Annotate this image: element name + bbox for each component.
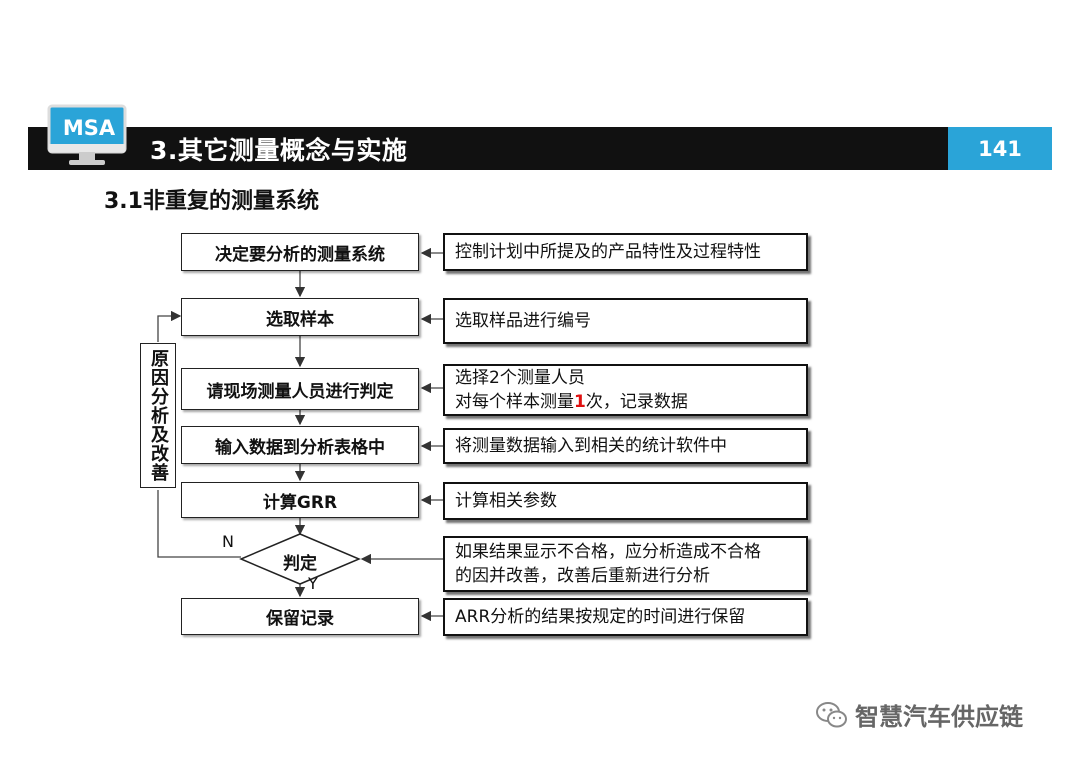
note-number-samples: 选取样品进行编号 xyxy=(443,298,808,344)
note-fail-analysis: 如果结果显示不合格，应分析造成不合格 的因并改善，改善后重新进行分析 xyxy=(443,536,808,592)
page-number: 141 xyxy=(948,127,1052,170)
step-keep-records: 保留记录 xyxy=(181,598,419,635)
step-calculate-grr: 计算GRR xyxy=(181,482,419,518)
monitor-icon xyxy=(47,104,127,165)
decision-diamond xyxy=(239,533,361,585)
step-decide-system: 决定要分析的测量系统 xyxy=(181,233,419,271)
step-enter-data: 输入数据到分析表格中 xyxy=(181,426,419,464)
step-operator-judgement: 请现场测量人员进行判定 xyxy=(181,368,419,410)
feedback-label: 原因分析及改善 xyxy=(140,343,176,488)
decision-label: 判定 xyxy=(283,553,317,574)
branch-yes-label: Y xyxy=(308,574,318,593)
note-control-plan: 控制计划中所提及的产品特性及过程特性 xyxy=(443,233,808,271)
page-title: 3.其它测量概念与实施 xyxy=(150,135,408,165)
note-operators: 选择2个测量人员 对每个样本测量1次，记录数据 xyxy=(443,364,808,416)
section-title: 3.1非重复的测量系统 xyxy=(104,189,319,214)
watermark: 智慧汽车供应链 xyxy=(815,697,1023,732)
measure-count: 1 xyxy=(574,392,586,412)
note-input-software: 将测量数据输入到相关的统计软件中 xyxy=(443,428,808,464)
wechat-icon xyxy=(816,701,847,727)
note-calc-params: 计算相关参数 xyxy=(443,482,808,520)
feedback-line-up xyxy=(157,490,241,558)
title-banner xyxy=(28,127,948,170)
feedback-line-return xyxy=(157,310,182,342)
msa-badge: MSA xyxy=(62,116,116,140)
branch-no-label: N xyxy=(222,532,234,551)
note-retain-results: ARR分析的结果按规定的时间进行保留 xyxy=(443,598,808,636)
step-select-samples: 选取样本 xyxy=(181,298,419,336)
